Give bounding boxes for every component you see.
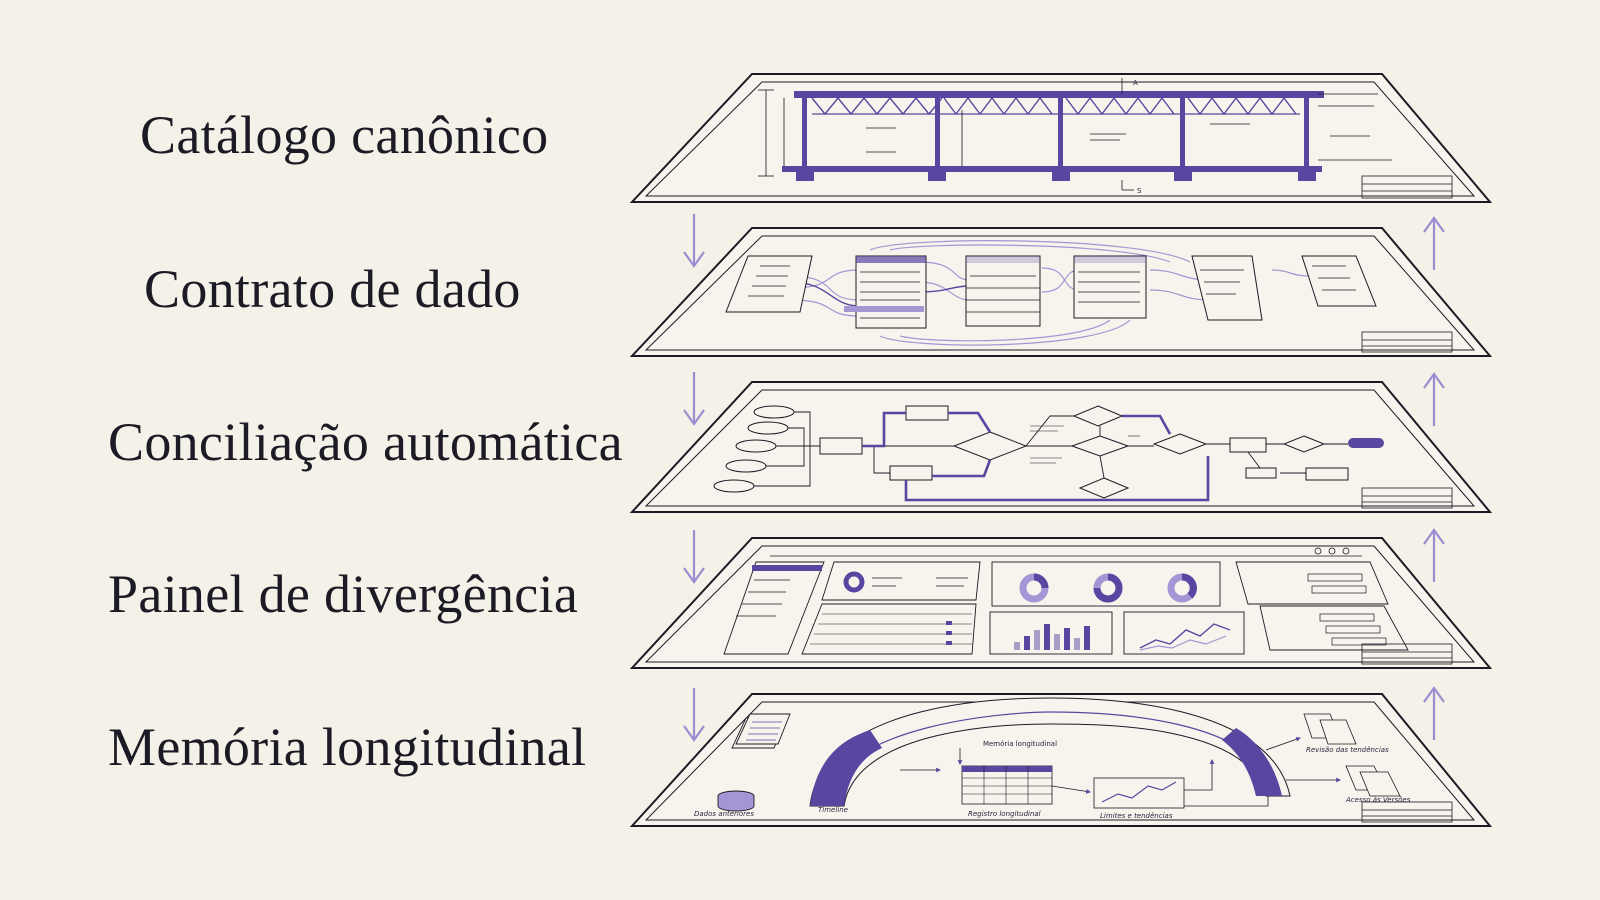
arrow-down-icon — [683, 688, 705, 742]
plate-reconciliation — [629, 381, 1493, 513]
arrow-up-icon — [1423, 372, 1445, 426]
memory-caption-versions: Acesso às Versões — [1345, 796, 1411, 804]
arrow-down-icon — [683, 372, 705, 426]
arrow-up-icon — [1423, 216, 1445, 270]
section-marker-bottom: S — [1137, 187, 1142, 195]
plate-divergence-panel — [629, 537, 1493, 669]
arrow-down-icon — [683, 214, 705, 268]
layer-label-longitudinal-memory: Memória longitudinal — [108, 717, 587, 777]
layer-label-divergence-panel: Painel de divergência — [108, 564, 579, 624]
upward-flow-arrows — [1423, 216, 1445, 740]
arrow-up-icon — [1423, 686, 1445, 740]
memory-arc-caption: Memória longitudinal — [983, 740, 1057, 748]
plate-contract — [629, 227, 1493, 357]
plate-longitudinal-memory: Memória longitudinal Timeline Registro l… — [629, 693, 1493, 827]
section-marker-top: A — [1133, 79, 1138, 87]
layer-label-reconciliation: Conciliação automática — [108, 412, 623, 472]
memory-caption-data: Dados anteriores — [694, 810, 754, 818]
memory-caption-timeline: Timeline — [818, 806, 848, 814]
memory-caption-review: Revisão das tendências — [1306, 746, 1389, 754]
layer-label-contract: Contrato de dado — [144, 259, 521, 319]
memory-caption-limits: Limites e tendências — [1100, 812, 1173, 820]
layer-label-catalog: Catálogo canônico — [140, 105, 549, 165]
arrow-up-icon — [1423, 528, 1445, 582]
arrow-down-icon — [683, 530, 705, 584]
plate-catalog: A S — [629, 73, 1493, 203]
downward-flow-arrows — [683, 214, 705, 742]
memory-caption-records: Registro longitudinal — [968, 810, 1041, 818]
